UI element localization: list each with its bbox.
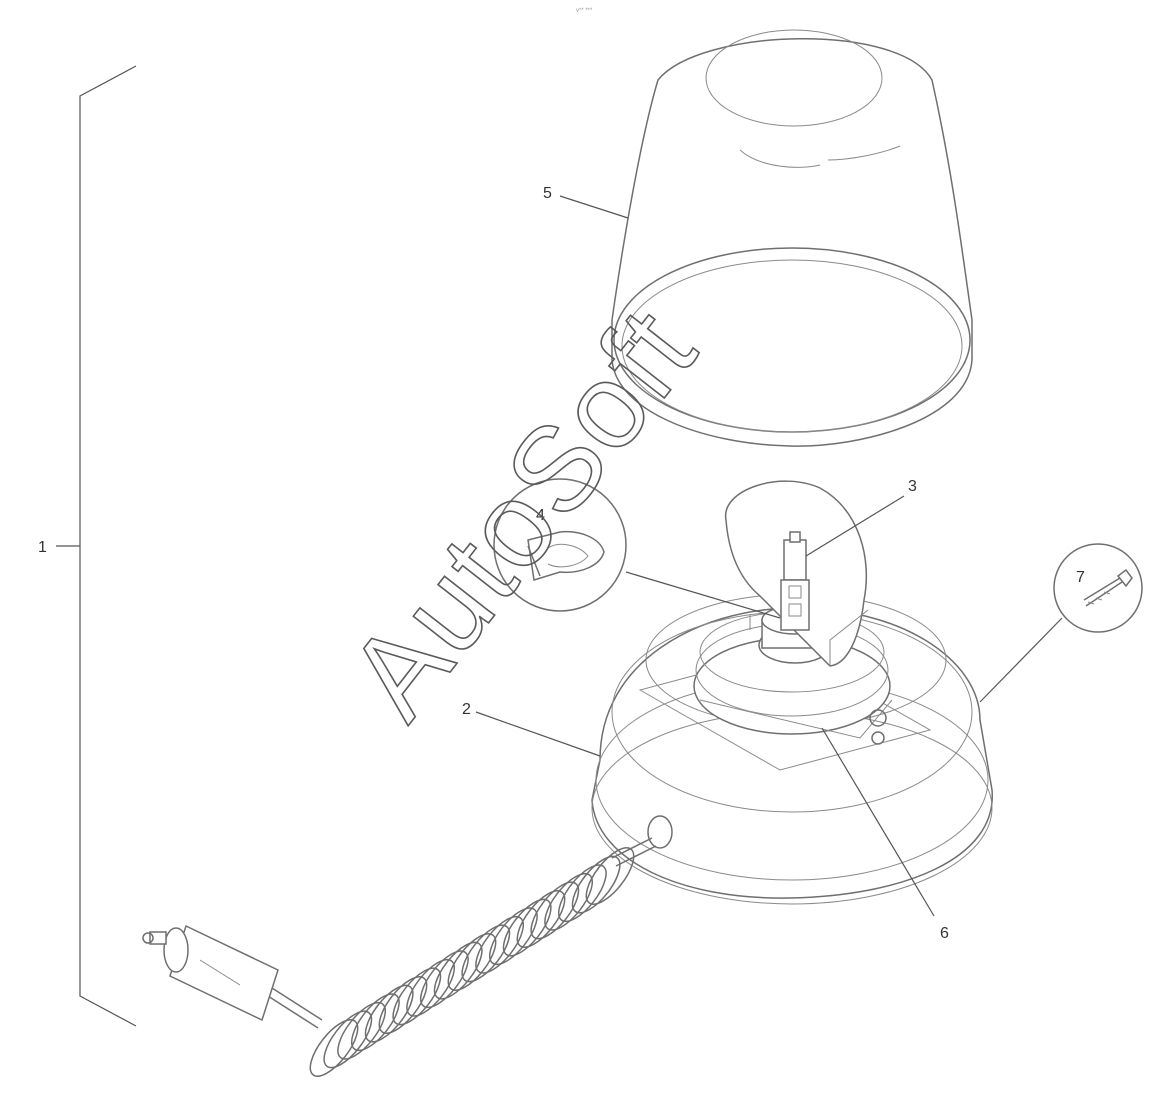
detail-clip: [493, 478, 627, 612]
cord-coil: [475, 915, 525, 974]
lens-dome: [611, 29, 973, 447]
cord-coil: [323, 1010, 373, 1069]
callout-2: 2: [462, 701, 471, 718]
assembly-bracket: [56, 65, 137, 1027]
callout-3: 3: [908, 478, 917, 495]
cord-coil: [433, 941, 483, 1000]
callout-6: 6: [940, 925, 949, 942]
cord-coil: [392, 967, 442, 1026]
cord-coil: [406, 958, 456, 1017]
cord-coil: [309, 1019, 359, 1077]
callout-7: 7: [1076, 569, 1085, 586]
detail-screw: [1053, 543, 1143, 633]
cord-coil: [557, 864, 607, 923]
cord-coil: [530, 881, 580, 940]
cord-coil: [516, 890, 566, 948]
cord-coil: [502, 898, 552, 957]
cord-coil: [337, 1001, 387, 1060]
watermark-logo: AutoSoft: [323, 284, 722, 742]
cord-coil: [544, 872, 594, 931]
callout-4: 4: [536, 507, 545, 524]
cord-coil: [364, 984, 414, 1043]
callout-1: 1: [38, 539, 47, 556]
halogen-bulb: [780, 531, 810, 631]
cord-coil: [447, 933, 497, 991]
cigarette-plug: [142, 924, 279, 1022]
cord-coil: [378, 976, 428, 1034]
cord-coil: [461, 924, 511, 983]
header-text: v** ***: [576, 8, 593, 14]
cord-coil: [350, 993, 400, 1052]
cord-coil: [571, 855, 621, 914]
leader-lines: [475, 195, 1063, 917]
cord-coil: [419, 950, 469, 1009]
cord-coil: [585, 847, 635, 905]
callout-5: 5: [543, 185, 552, 202]
power-cord: [267, 815, 673, 1077]
cord-coil: [488, 907, 538, 966]
